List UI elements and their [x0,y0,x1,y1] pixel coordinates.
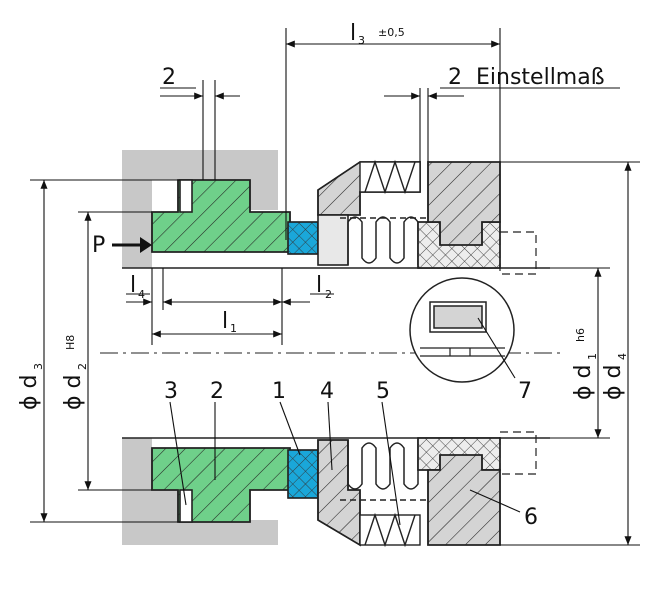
d2-sub: 2 [76,363,89,370]
d3-label: ϕ d [17,375,42,410]
l3-label: l [350,21,356,46]
gap-dimension-label: 2 [162,65,176,90]
stationary-seat-bottom [151,447,291,523]
l2-label: l [316,273,322,298]
einstell-value: 2 [448,65,462,90]
d2-label: ϕ d [61,375,86,410]
l2-sub: 2 [325,288,332,301]
pressure-label: P [92,233,105,258]
callout-3: 3 [164,379,178,404]
dimension-labels: l 3 ±0,5 2 2 Einstellmaß l 4 l 1 l 2 ϕ d… [17,21,629,410]
o-ring-bottom [287,449,319,499]
l4-label: l [130,273,136,298]
stationary-seat-top [151,179,291,253]
l1-sub: 1 [230,322,237,335]
callout-2: 2 [210,379,224,404]
spring-bottom [359,512,421,548]
d4-sub: 4 [616,353,629,360]
spring-top [359,159,421,195]
seal-ring-bottom [317,439,361,547]
l3-tolerance: ±0,5 [378,26,405,39]
bellows-bottom [340,440,430,501]
dimension-lines [30,28,640,546]
callout-6: 6 [524,505,538,530]
callout-4: 4 [320,379,334,404]
screw-outline [499,231,537,475]
einstell-text: Einstellmaß [476,65,605,90]
detail-circle [409,277,515,383]
callout-5: 5 [376,379,390,404]
o-ring-top [287,221,319,255]
d1-tolerance: h6 [574,328,587,342]
callout-1: 1 [272,379,286,404]
d1-label: ϕ d [571,365,596,400]
l1-label: l [222,309,228,334]
d1-sub: 1 [586,353,599,360]
callout-leaders [169,317,521,526]
d3-sub: 3 [32,363,45,370]
callout-numbers: 3 2 1 4 5 7 6 [164,379,538,530]
l4-sub: 4 [138,288,145,301]
bellows-top [340,216,430,265]
callout-7: 7 [518,379,532,404]
l3-sub: 3 [358,34,365,47]
clamp-ring-bottom [427,454,501,546]
pressure-arrow: P [92,233,152,258]
d2-tolerance: H8 [64,335,77,350]
d4-label: ϕ d [601,365,626,400]
clamp-ring-top [427,161,501,246]
